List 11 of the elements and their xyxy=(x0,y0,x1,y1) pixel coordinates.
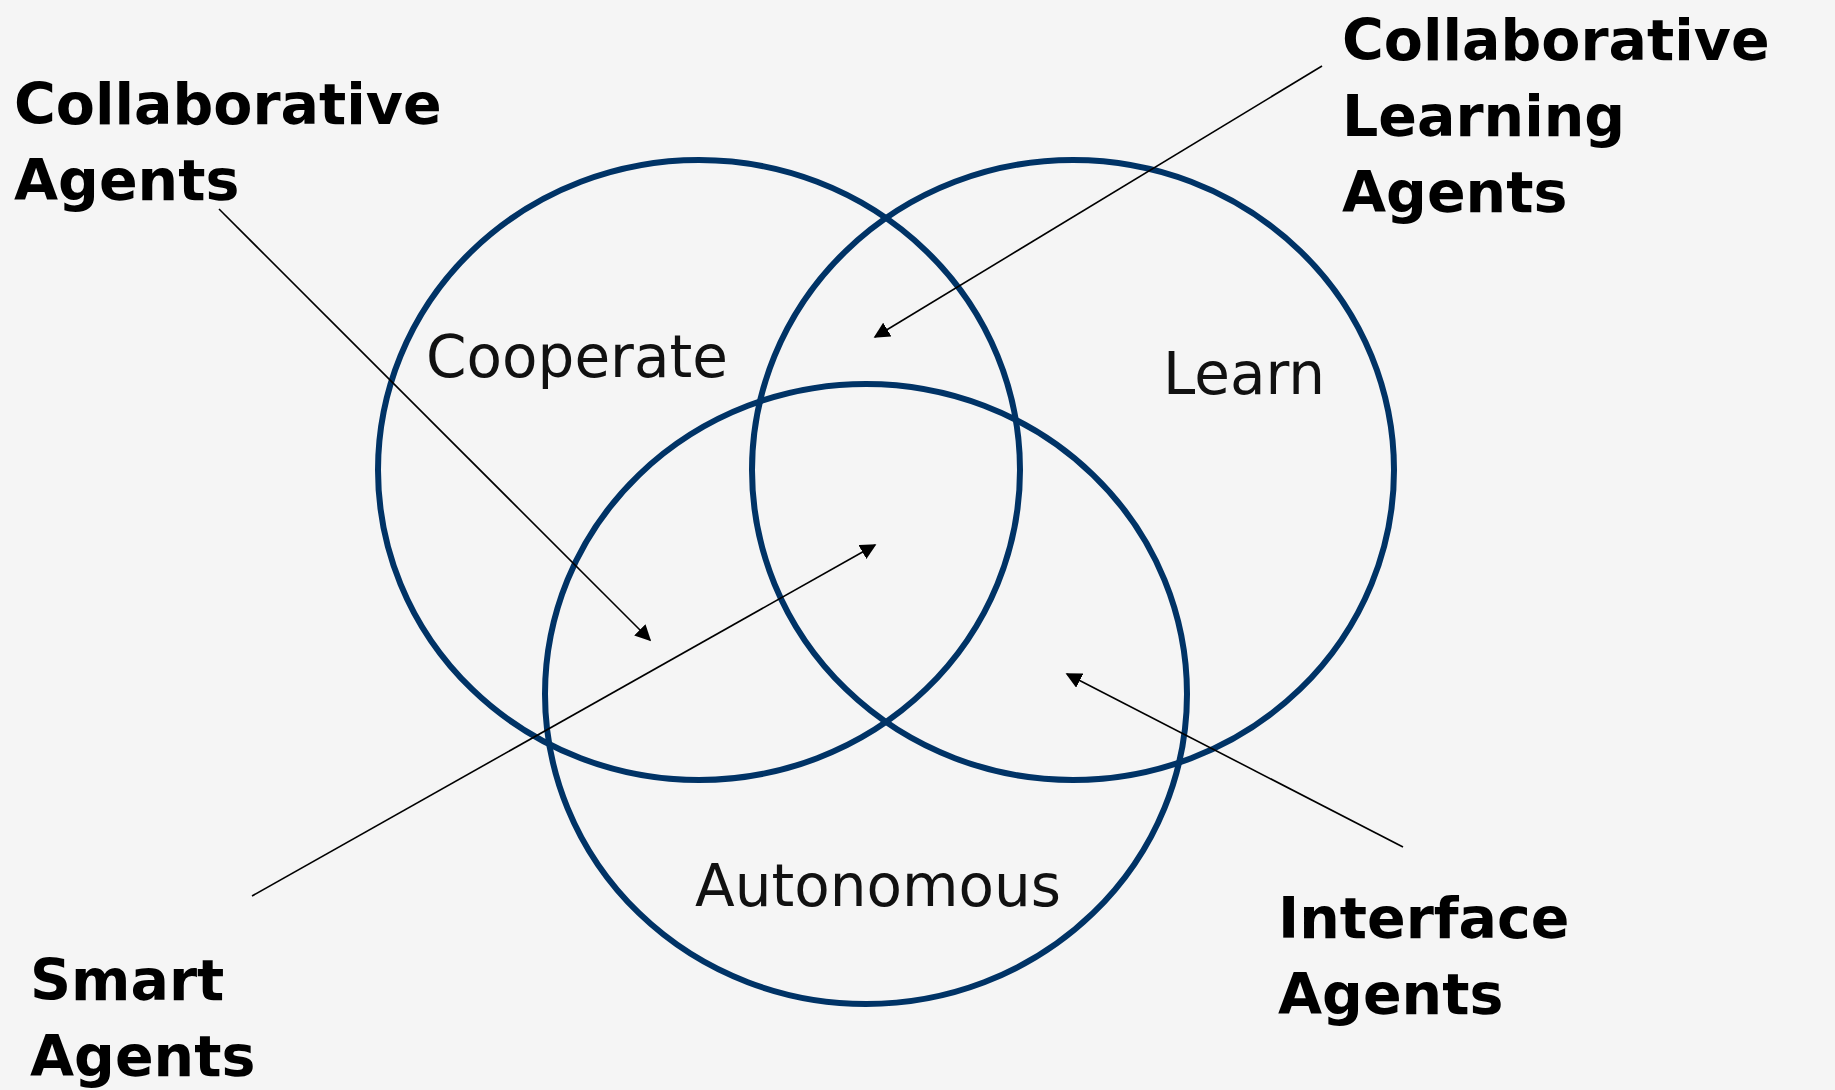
agent-label: Collaborative Agents xyxy=(14,66,534,218)
leader-line xyxy=(873,65,1323,338)
agent-label: Interface Agents xyxy=(1278,880,1678,1032)
leader-line xyxy=(218,208,652,642)
set-label: Cooperate xyxy=(426,323,728,391)
set-label: Learn xyxy=(1162,340,1326,408)
agent-label: Collaborative Learning Agents xyxy=(1342,2,1832,230)
leader-line xyxy=(251,544,877,897)
agent-label: Smart Agents xyxy=(30,942,430,1090)
leader-line xyxy=(1065,673,1404,848)
set-label: Autonomous xyxy=(695,852,1061,920)
